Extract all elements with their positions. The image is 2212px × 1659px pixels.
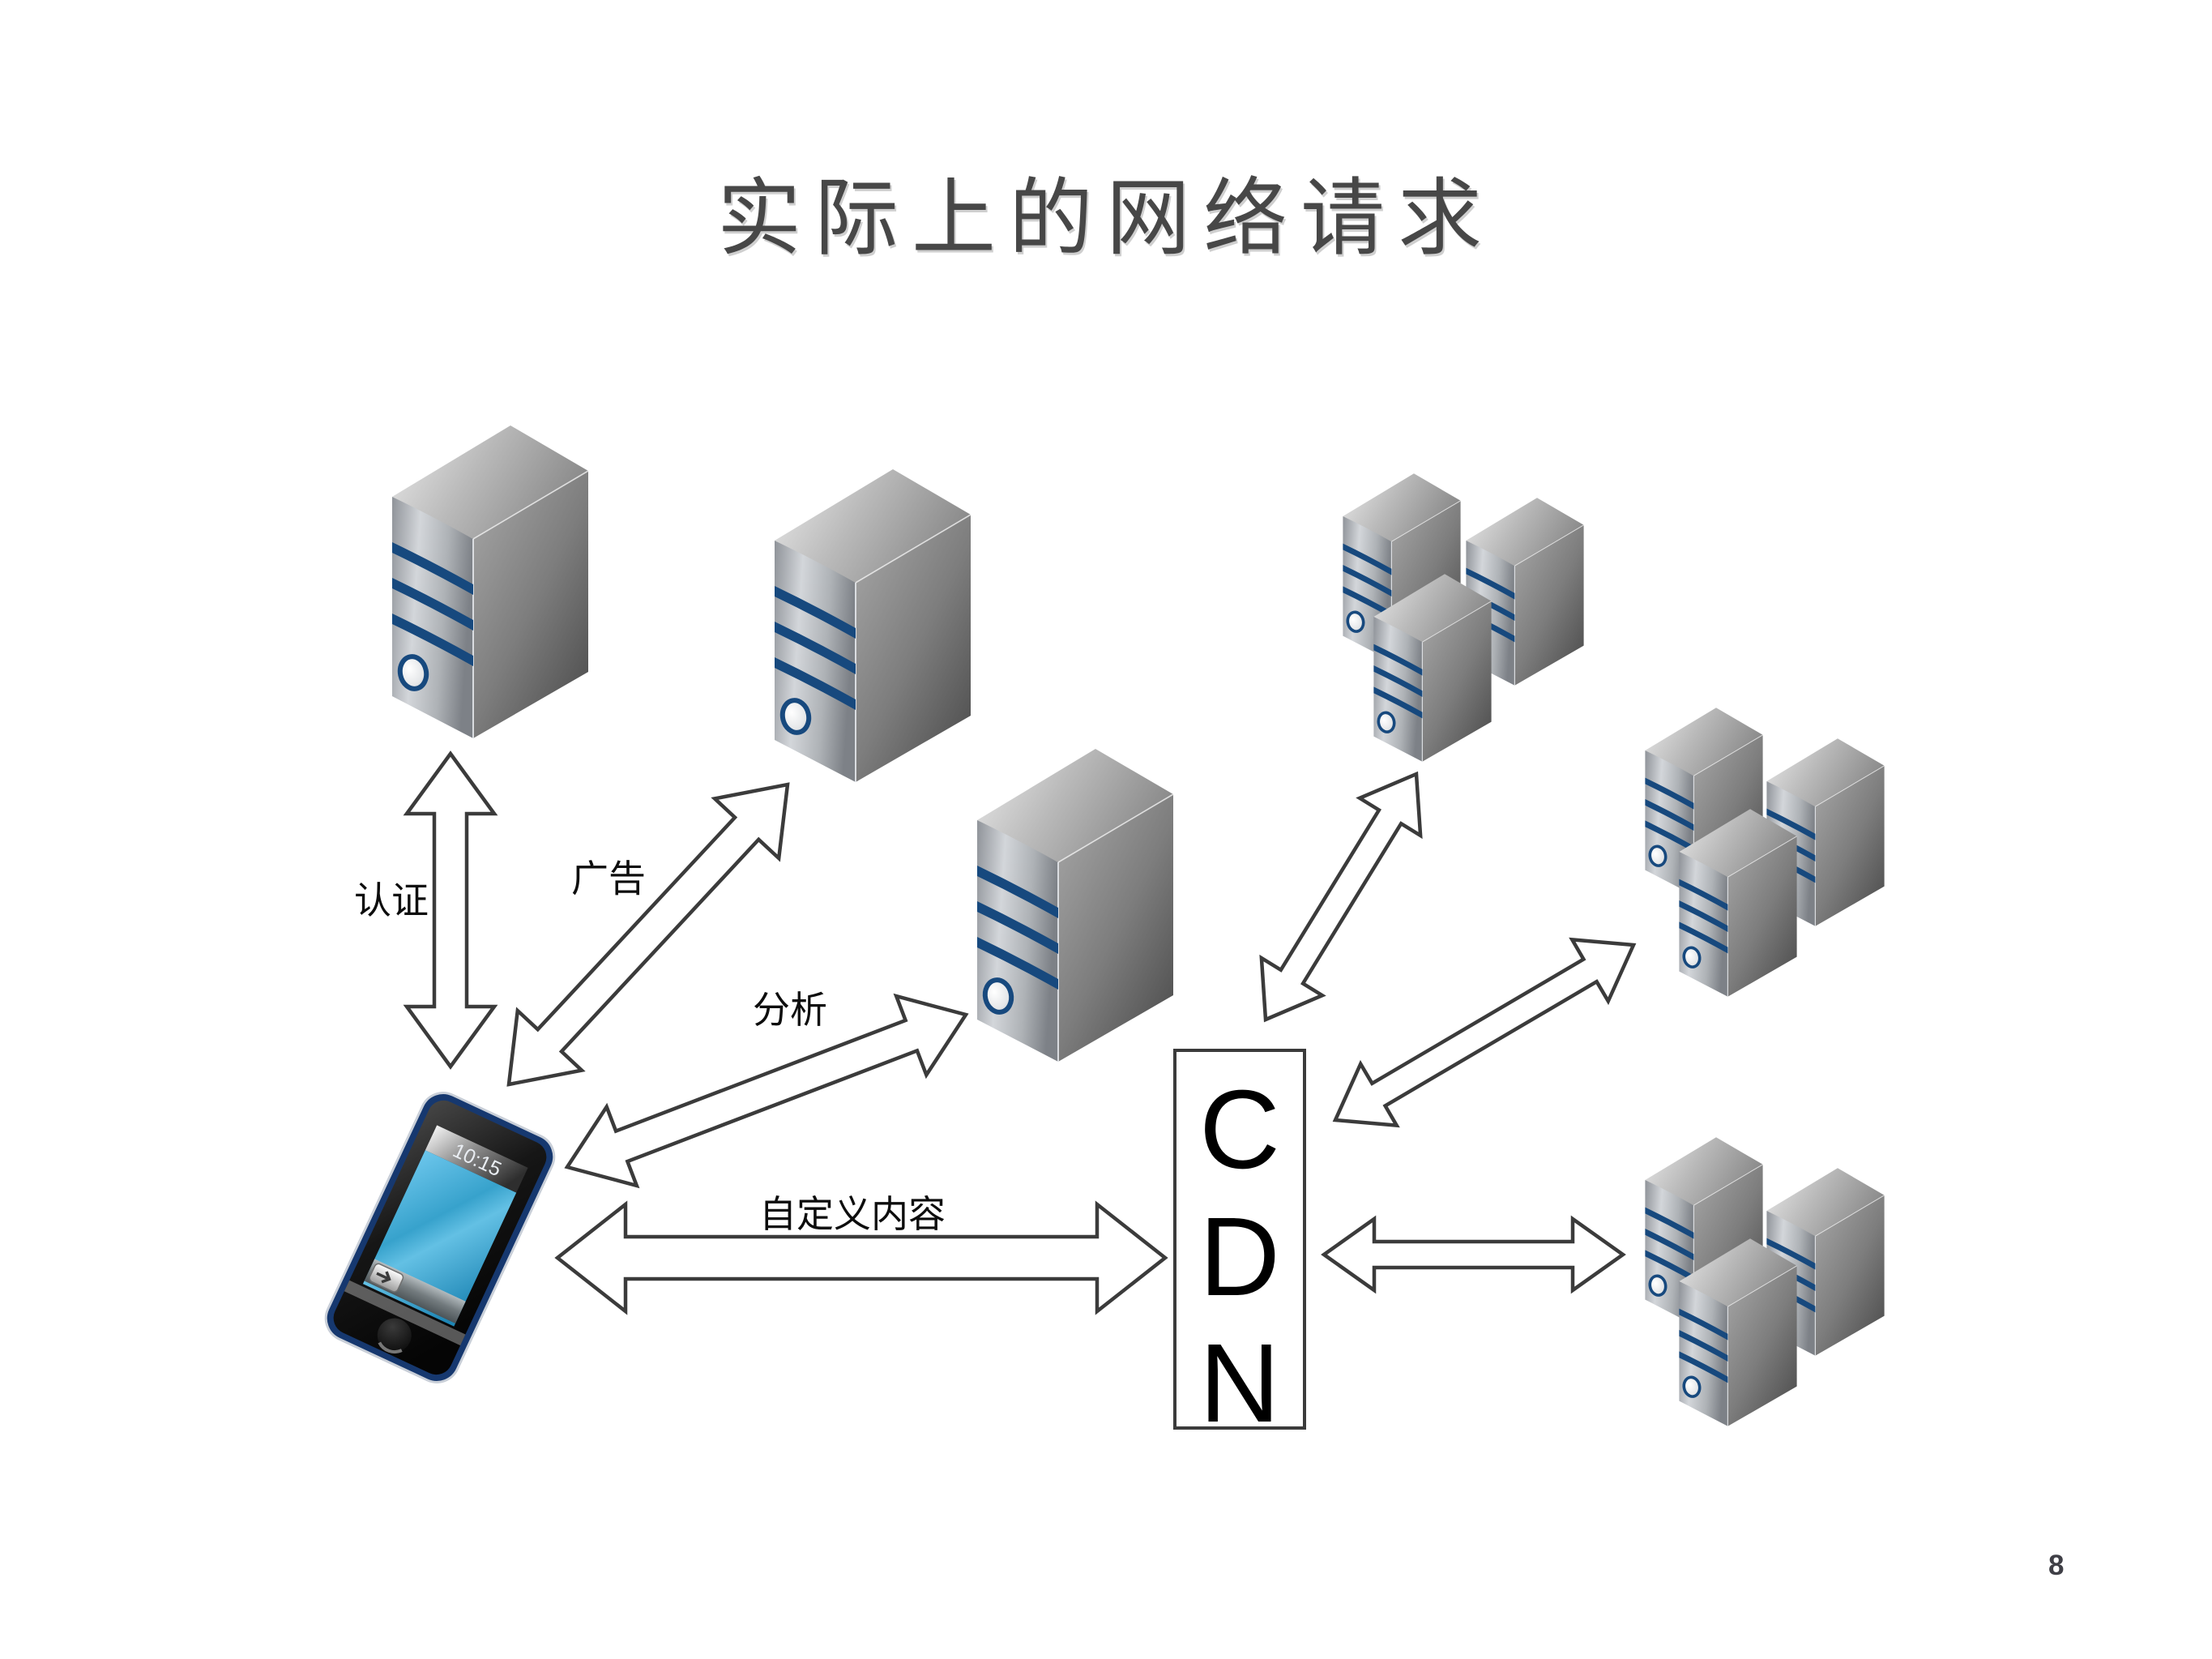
page-number: 8 xyxy=(2048,1550,2065,1581)
analytics-arrow xyxy=(564,993,969,1189)
cdn-letter: C xyxy=(1199,1067,1280,1192)
phone-statusbar xyxy=(425,1125,528,1193)
cdn-letter: D xyxy=(1199,1194,1280,1319)
slide-arrow-icon xyxy=(376,1271,391,1284)
server-tower-icon xyxy=(977,749,1173,1062)
server-cluster-icon xyxy=(1643,707,1886,998)
server-cluster-icon xyxy=(1341,472,1586,763)
cdn-edge-b-arrow xyxy=(1321,1215,1626,1294)
arrow-layer xyxy=(403,750,1637,1315)
ads-arrow-label: 广告 xyxy=(571,857,646,900)
server-tower-icon xyxy=(775,469,971,782)
server-cluster-icon xyxy=(1643,1136,1886,1427)
auth-arrow xyxy=(403,750,498,1070)
smartphone-icon: 10:15 xyxy=(324,1092,556,1383)
cdn-box: C D N xyxy=(1173,1049,1306,1446)
auth-arrow-label: 认证 xyxy=(354,879,429,921)
server-tower-icon xyxy=(392,425,588,738)
analytics-arrow-label: 分析 xyxy=(753,989,827,1031)
cdn-letter: N xyxy=(1199,1321,1280,1447)
custom-content-arrow-label: 自定义内容 xyxy=(759,1193,946,1235)
phone-home-button xyxy=(377,1318,412,1353)
custom-content-arrow xyxy=(554,1200,1168,1315)
cdn-edge-a-arrow xyxy=(1332,937,1637,1128)
cdn-origin-arrow xyxy=(1259,771,1423,1023)
ads-arrow xyxy=(506,782,790,1087)
page-title: 实际上的网络请求 xyxy=(716,172,1495,266)
